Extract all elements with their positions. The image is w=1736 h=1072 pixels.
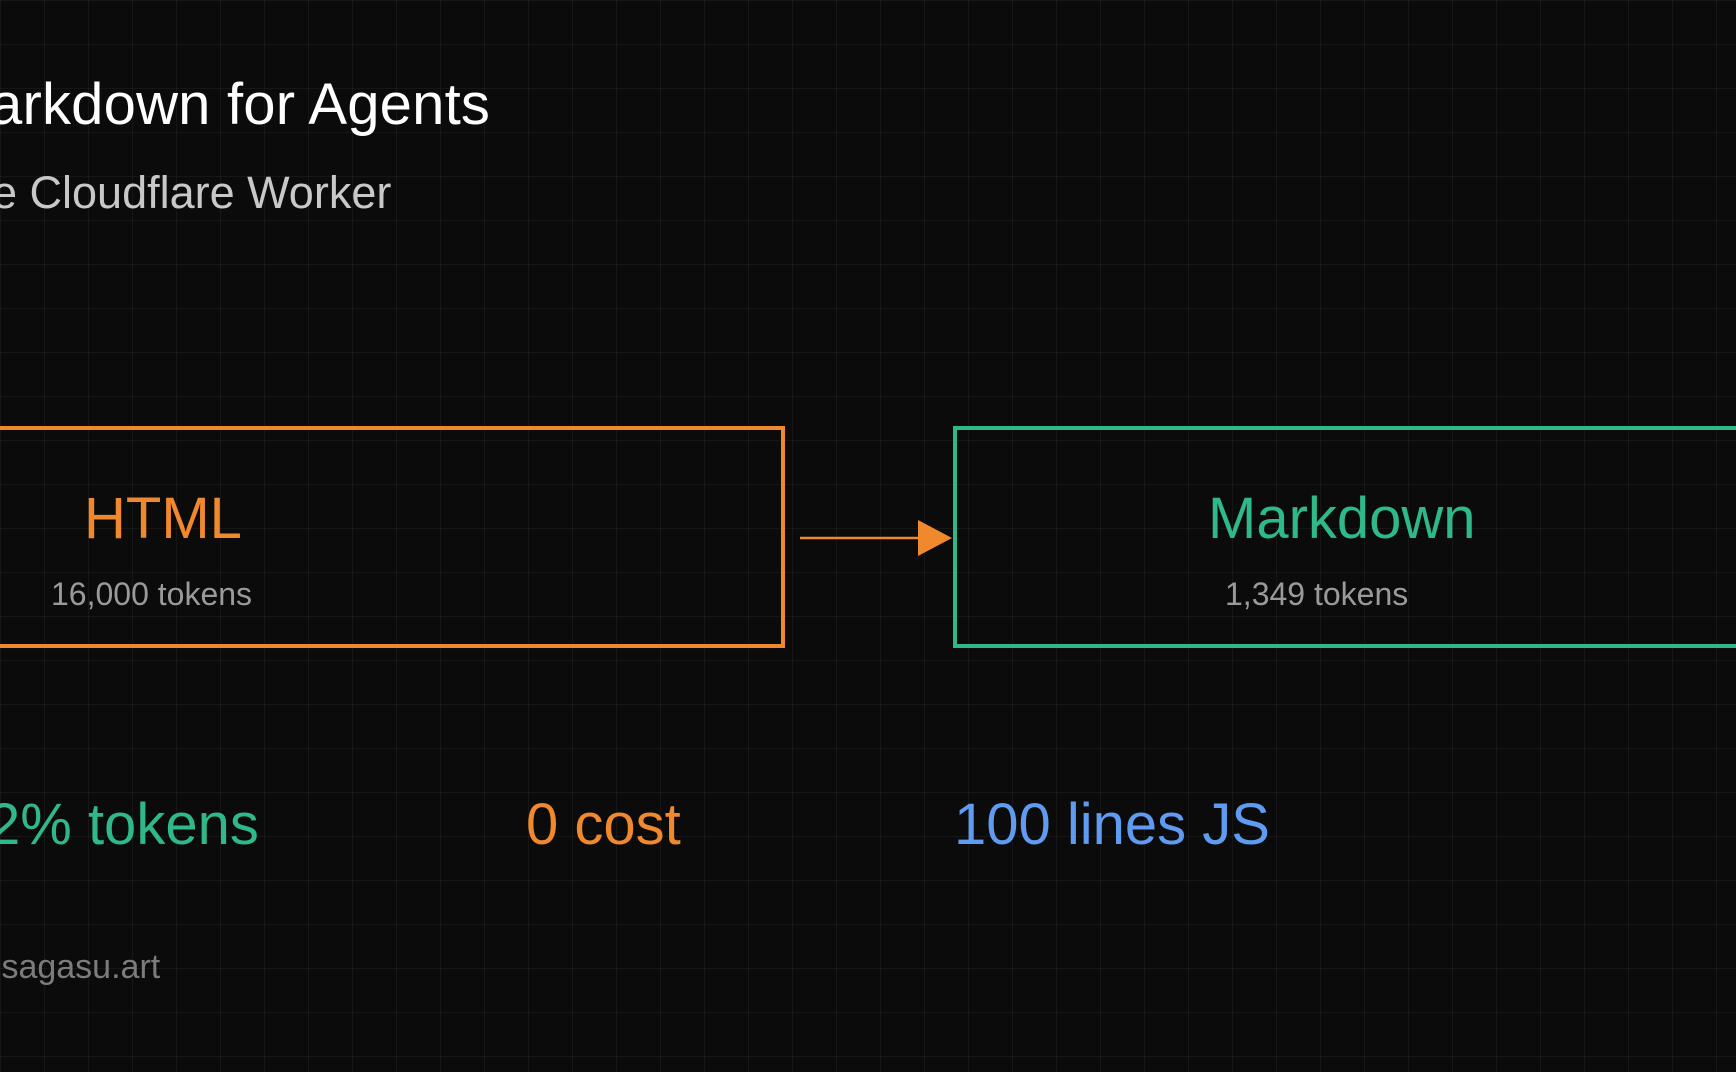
footer-site-url: .sagasu.art [0,948,161,986]
page-title: arkdown for Agents [0,72,491,137]
page-subtitle: e Cloudflare Worker [0,167,392,218]
markdown-node-token-count: 1,349 tokens [1225,576,1409,612]
arrow-head [918,520,952,556]
html-node-token-count: 16,000 tokens [51,576,253,612]
arrow-right-icon [800,520,952,556]
stat-tokens: 2% tokens [0,792,259,857]
markdown-node-label: Markdown [1208,486,1476,551]
markdown-node-box [953,426,1736,648]
html-node-box [0,426,785,648]
html-node-label: HTML [84,486,242,551]
stat-lines-of-code: 100 lines JS [954,792,1270,857]
stat-cost: 0 cost [526,792,681,857]
